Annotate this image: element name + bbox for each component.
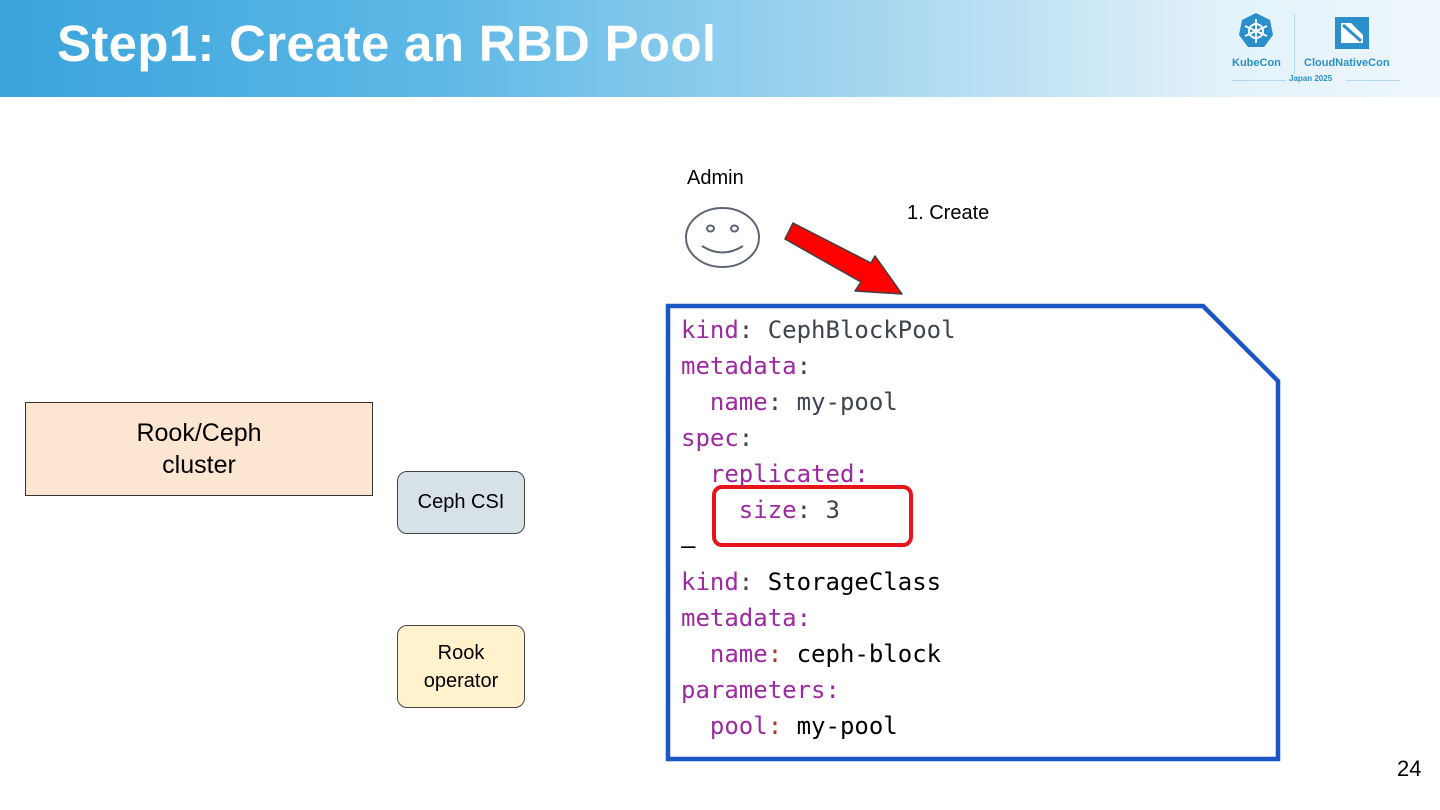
yaml-line: size: 3: [681, 496, 840, 524]
yaml-key: kind: [681, 316, 739, 344]
yaml-document-separator: –: [681, 532, 696, 560]
cluster-label-line2: cluster: [162, 451, 236, 479]
yaml-indent: [681, 496, 739, 524]
create-arrow-icon: [784, 222, 903, 295]
logo-kubecon-text: KubeCon: [1232, 57, 1281, 69]
yaml-line: replicated:: [681, 460, 869, 488]
yaml-key: replicated:: [709, 460, 869, 488]
yaml-line: spec:: [681, 424, 753, 452]
yaml-line: kind: StorageClass: [681, 568, 941, 596]
yaml-value: StorageClass: [767, 568, 942, 596]
yaml-key: metadata: [681, 352, 797, 380]
rook-operator-box: Rook operator: [397, 625, 525, 708]
yaml-key: name: [709, 640, 768, 668]
yaml-indent: [681, 388, 710, 416]
yaml-value: my-pool: [796, 388, 898, 416]
kubernetes-wheel-icon: [1239, 13, 1273, 47]
yaml-document-frame: [665, 303, 1281, 762]
yaml-line: pool: my-pool: [681, 712, 898, 740]
yaml-indent: [681, 640, 710, 668]
yaml-separator: :: [738, 424, 754, 452]
size-highlight-box: [712, 485, 913, 547]
yaml-indent: [681, 460, 710, 488]
yaml-indent: [681, 712, 710, 740]
yaml-manifest: kind: CephBlockPool metadata: name: my-p…: [681, 312, 956, 744]
yaml-value: 3: [825, 496, 840, 524]
yaml-value: ceph-block: [796, 640, 942, 668]
yaml-separator: :: [738, 568, 768, 596]
yaml-key: metadata:: [681, 604, 812, 632]
yaml-line: metadata:: [681, 604, 811, 632]
yaml-line: kind: CephBlockPool: [681, 316, 956, 344]
ceph-csi-label: Ceph CSI: [417, 491, 505, 513]
page-number: 24: [1397, 756, 1422, 781]
yaml-key: name: [709, 388, 768, 416]
cloudnativecon-logo-icon: [1335, 17, 1369, 49]
yaml-separator: :: [738, 316, 768, 344]
yaml-line: parameters:: [681, 676, 840, 704]
yaml-value: CephBlockPool: [767, 316, 956, 344]
logo-japan-2025-text: Japan 2025: [1289, 74, 1333, 83]
yaml-key: parameters:: [681, 676, 840, 704]
yaml-separator: :: [796, 496, 826, 524]
yaml-separator: :: [767, 388, 797, 416]
cluster-label-line1: Rook/Ceph: [136, 419, 262, 447]
rook-operator-label-line1: Rook: [437, 641, 485, 664]
title-bar: Step1: Create an RBD Pool KubeCon CloudN…: [0, 0, 1440, 97]
logo-cloudnativecon-text: CloudNativeCon: [1304, 57, 1390, 69]
kubecon-logo: KubeCon CloudNativeCon Japan 2025: [1228, 10, 1408, 90]
yaml-separator: :: [767, 712, 797, 740]
yaml-key: kind: [681, 568, 739, 596]
yaml-value: my-pool: [796, 712, 898, 740]
yaml-line: metadata:: [681, 352, 811, 380]
yaml-key: spec: [681, 424, 739, 452]
yaml-key: size: [738, 496, 797, 524]
slide-title: Step1: Create an RBD Pool: [57, 15, 717, 72]
rook-ceph-cluster-box: Rook/Ceph cluster: [25, 402, 373, 496]
smiley-face-icon: [685, 207, 760, 268]
create-action-label: 1. Create: [907, 202, 990, 224]
ceph-csi-box: Ceph CSI: [397, 471, 525, 534]
rook-operator-label-line2: operator: [423, 669, 499, 692]
yaml-line: name: my-pool: [681, 388, 898, 416]
yaml-separator: :: [796, 352, 812, 380]
yaml-separator: :: [767, 640, 797, 668]
yaml-line: name: ceph-block: [681, 640, 941, 668]
yaml-line: –: [681, 532, 695, 560]
yaml-key: pool: [709, 712, 768, 740]
admin-label: Admin: [687, 167, 744, 189]
